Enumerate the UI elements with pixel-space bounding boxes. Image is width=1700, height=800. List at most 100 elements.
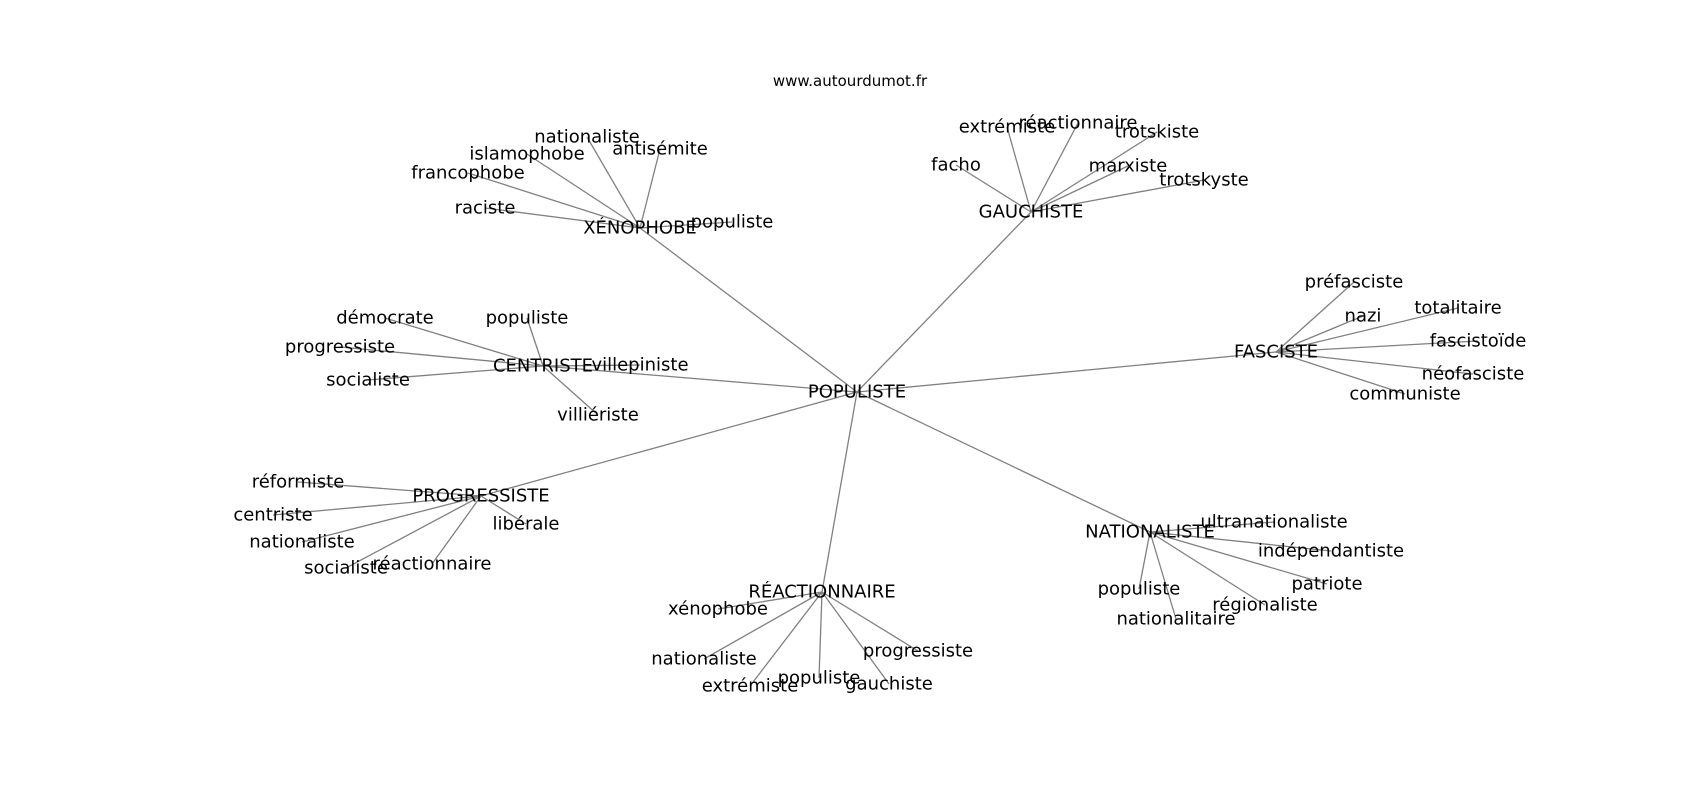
edge-center-to-reactionnaire [821,391,858,593]
hub-node-reactionnaire[interactable]: RÉACTIONNAIRE [748,581,895,603]
hub-node-xenophobe[interactable]: XÉNOPHOBE [583,217,697,239]
leaf-node-socialiste[interactable]: socialiste [304,558,388,579]
hub-node-centriste[interactable]: CENTRISTE [493,356,593,377]
edge-nationaliste-to-independantiste [1149,531,1332,552]
leaf-node-regionaliste[interactable]: régionaliste [1212,595,1317,616]
leaf-node-patriote[interactable]: patriote [1291,574,1362,595]
leaf-node-trotskyste[interactable]: trotskyste [1159,170,1248,191]
hub-node-progressiste[interactable]: PROGRESSISTE [412,486,549,507]
edge-gauchiste-to-trotskiste [1030,131,1158,213]
leaf-node-antisemite[interactable]: antisémite [612,139,708,160]
edge-fasciste-to-prefasciste [1275,281,1355,353]
edge-fasciste-to-totalitaire [1275,307,1459,353]
leaf-node-villieriste[interactable]: villiériste [557,405,639,426]
edge-center-to-xenophobe [639,227,858,393]
hub-node-fasciste[interactable]: FASCISTE [1234,342,1318,363]
edge-xenophobe-to-populiste [639,221,733,229]
leaf-node-nationaliste[interactable]: nationaliste [651,649,756,670]
leaf-node-ultranationaliste[interactable]: ultranationaliste [1200,512,1347,533]
edge-progressiste-to-socialiste [345,495,482,569]
edge-nationaliste-to-regionaliste [1149,531,1266,606]
edge-progressiste-to-reformiste [297,481,482,497]
leaf-node-nationaliste[interactable]: nationaliste [534,127,639,148]
edge-gauchiste-to-marxiste [1030,165,1129,213]
leaf-node-reformiste[interactable]: réformiste [252,472,345,493]
edge-gauchiste-to-facho [955,164,1032,213]
edge-reactionnaire-to-populiste [818,591,823,679]
edge-nationaliste-to-ultranationaliste [1149,521,1275,533]
edge-reactionnaire-to-xenophobe [717,591,823,610]
edge-xenophobe-to-islamophobe [526,153,641,229]
edge-fasciste-to-communiste [1275,351,1406,395]
edge-center-to-gauchiste [856,211,1032,393]
edge-xenophobe-to-nationaliste [586,136,641,229]
leaf-node-progressiste[interactable]: progressiste [863,641,973,662]
leaf-node-reactionnaire[interactable]: réactionnaire [372,554,491,575]
edge-reactionnaire-to-nationaliste [703,591,823,660]
edge-progressiste-to-liberale [480,495,527,525]
edge-center-to-fasciste [856,351,1277,393]
leaf-node-liberale[interactable]: libérale [492,514,559,535]
leaf-node-nationaliste[interactable]: nationaliste [249,532,354,553]
leaf-node-raciste[interactable]: raciste [455,198,516,219]
leaf-node-extremiste[interactable]: extrémiste [702,676,799,697]
edge-nationaliste-to-patriote [1149,531,1328,585]
edge-xenophobe-to-raciste [484,207,641,229]
leaf-node-totalitaire[interactable]: totalitaire [1414,298,1501,319]
edge-gauchiste-to-trotskyste [1030,179,1205,213]
leaf-node-nazi[interactable]: nazi [1345,306,1382,327]
leaf-node-gauchiste[interactable]: gauchiste [845,674,933,695]
edge-fasciste-to-neofasciste [1275,351,1474,375]
edge-centriste-to-villieriste [542,365,599,416]
leaf-node-facho[interactable]: facho [931,155,981,176]
leaf-node-xenophobe[interactable]: xénophobe [668,599,768,620]
leaf-node-independantiste[interactable]: indépendantiste [1258,541,1404,562]
hub-node-gauchiste[interactable]: GAUCHISTE [979,202,1084,223]
watermark-text: www.autourdumot.fr [772,72,928,90]
edge-centriste-to-villepiniste [542,364,641,367]
edge-fasciste-to-nazi [1275,315,1364,353]
center-node-label[interactable]: POPULISTE [808,382,906,403]
hub-node-nationaliste[interactable]: NATIONALISTE [1085,522,1215,543]
edge-reactionnaire-to-extremiste [749,591,823,687]
edge-centriste-to-populiste [526,317,544,367]
edge-centriste-to-democrate [384,317,544,367]
edge-reactionnaire-to-progressiste [821,591,919,652]
leaf-node-neofasciste[interactable]: néofasciste [1422,364,1525,385]
leaf-node-islamophobe[interactable]: islamophobe [469,144,584,165]
edge-reactionnaire-to-gauchiste [821,591,890,685]
leaf-node-prefasciste[interactable]: préfasciste [1305,272,1404,293]
leaf-node-francophobe[interactable]: francophobe [411,163,524,184]
edge-center-to-progressiste [480,391,858,497]
edge-progressiste-to-reactionnaire [431,495,482,565]
leaf-node-fascistoide[interactable]: fascistoïde [1430,331,1527,352]
leaf-node-villepiniste[interactable]: villepiniste [591,355,688,376]
leaf-node-nationalitaire[interactable]: nationalitaire [1116,609,1235,630]
edge-xenophobe-to-antisemite [639,148,661,229]
leaf-node-populiste[interactable]: populiste [691,212,774,233]
leaf-node-reactionnaire[interactable]: réactionnaire [1018,113,1137,134]
leaf-node-trotskiste[interactable]: trotskiste [1115,122,1199,143]
leaf-node-centriste[interactable]: centriste [233,505,312,526]
edge-fasciste-to-fascistoide [1275,340,1479,353]
edge-center-to-centriste [542,365,858,393]
leaf-node-communiste[interactable]: communiste [1349,384,1460,405]
leaf-node-democrate[interactable]: démocrate [336,308,434,329]
edge-progressiste-to-centriste [272,495,482,516]
edge-nationaliste-to-populiste [1138,531,1151,590]
leaf-node-populiste[interactable]: populiste [778,668,861,689]
leaf-node-populiste[interactable]: populiste [1098,579,1181,600]
edge-centriste-to-socialiste [367,365,544,381]
edge-gauchiste-to-extremiste [1006,126,1032,213]
leaf-node-progressiste[interactable]: progressiste [285,337,395,358]
leaf-node-extremiste[interactable]: extrémiste [959,117,1056,138]
leaf-node-populiste[interactable]: populiste [486,308,569,329]
edge-xenophobe-to-francophobe [467,172,641,229]
leaf-node-marxiste[interactable]: marxiste [1089,156,1168,177]
leaf-node-socialiste[interactable]: socialiste [326,370,410,391]
edge-centriste-to-progressiste [339,346,544,367]
edge-center-to-nationaliste [856,391,1151,533]
edge-progressiste-to-nationaliste [301,495,482,543]
